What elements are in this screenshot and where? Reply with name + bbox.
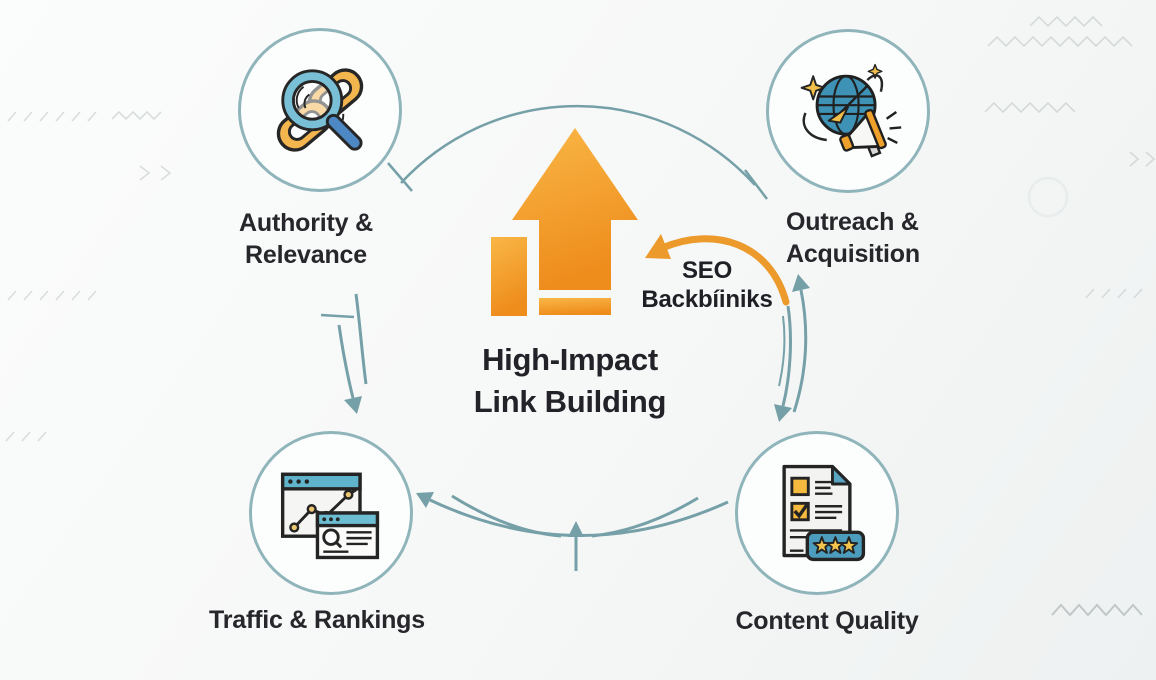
orange-callout-arrow bbox=[645, 234, 790, 306]
left-flow-arrow bbox=[337, 324, 355, 399]
growth-arrow-bars-icon bbox=[491, 128, 638, 316]
left-flow-tick bbox=[320, 313, 355, 319]
title-line-2: Link Building bbox=[473, 384, 667, 419]
node-outreach-acquisition bbox=[766, 29, 930, 193]
right-flow-down-arrow bbox=[781, 305, 792, 407]
diagram-title: High-Impact Link Building bbox=[420, 339, 720, 423]
label-line: Acquisition bbox=[786, 240, 920, 268]
annotation-line-2: Backbíiniks bbox=[641, 286, 773, 313]
megaphone bbox=[839, 108, 887, 158]
title-line-1: High-Impact bbox=[482, 342, 658, 377]
arc-tick-right bbox=[744, 169, 768, 200]
analytics-browser-icon bbox=[280, 472, 380, 560]
label-line: Content Quality bbox=[735, 607, 919, 635]
label-outreach-acquisition: Outreach & Acquisition bbox=[786, 206, 986, 270]
left-flow-line bbox=[354, 293, 368, 385]
label-traffic-rankings: Traffic & Rankings bbox=[167, 605, 467, 635]
magnifier-chain-link-icon bbox=[276, 68, 364, 152]
main-cycle-arc bbox=[400, 104, 756, 186]
bottom-inner-arc-left bbox=[451, 494, 562, 538]
annotation-line-1: SEO bbox=[681, 257, 733, 284]
globe-megaphone-icon bbox=[800, 63, 902, 158]
flow-arrowheads bbox=[344, 274, 810, 537]
checklist-rating-icon bbox=[782, 464, 866, 562]
seo-backlinks-annotation: SEO Backbíiniks bbox=[623, 256, 791, 314]
label-content-quality: Content Quality bbox=[677, 606, 977, 636]
label-authority-relevance: Authority & Relevance bbox=[186, 207, 426, 271]
label-line: Outreach & bbox=[786, 208, 919, 236]
right-flow-up-arrow bbox=[792, 289, 808, 413]
label-line: Authority & bbox=[239, 209, 373, 237]
label-line: Traffic & Rankings bbox=[209, 606, 425, 634]
node-traffic-rankings bbox=[249, 431, 413, 595]
bottom-inner-arc-right bbox=[591, 496, 699, 538]
node-authority-relevance bbox=[238, 28, 402, 192]
node-content-quality bbox=[735, 431, 899, 595]
label-line: Relevance bbox=[245, 241, 367, 269]
arc-tick-left bbox=[387, 162, 413, 192]
right-flow-inner-line bbox=[778, 315, 786, 387]
